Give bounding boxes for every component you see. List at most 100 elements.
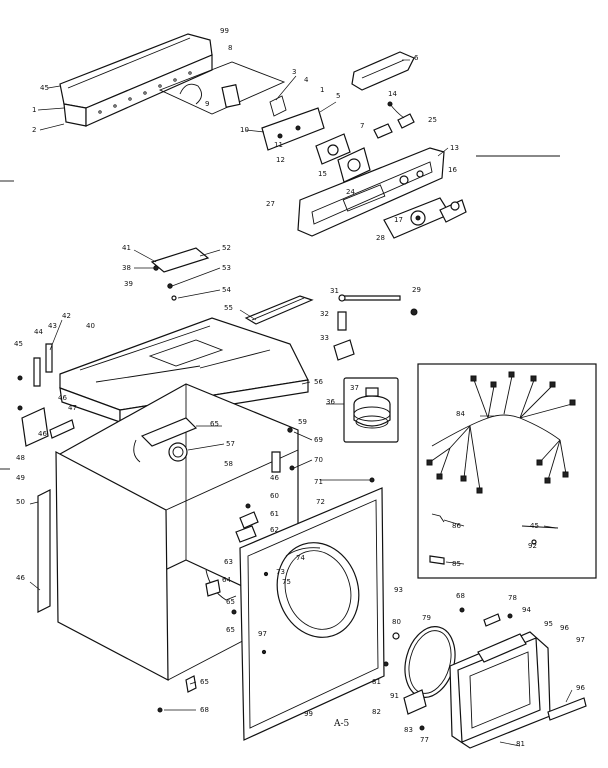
part-label-1: 1 bbox=[32, 106, 36, 114]
part-label-14: 14 bbox=[388, 90, 397, 98]
part-label-45: 47 bbox=[68, 404, 77, 412]
part-label-11: 11 bbox=[274, 141, 283, 149]
part-label-64: 68 bbox=[200, 706, 209, 714]
part-label-37: 39 bbox=[124, 280, 133, 288]
part-label-36: 38 bbox=[122, 264, 131, 272]
part-label-33: 33 bbox=[320, 334, 329, 342]
part-label-89: 92 bbox=[528, 542, 537, 550]
part-label-60: 63 bbox=[224, 558, 233, 566]
part-label-51: 54 bbox=[222, 286, 231, 294]
part-label-24: 24 bbox=[346, 188, 355, 196]
part-label-25: 25 bbox=[428, 116, 437, 124]
part-label-79: 80 bbox=[392, 618, 401, 626]
part-label-59: 62 bbox=[270, 526, 279, 534]
part-label-63a: 65 bbox=[210, 420, 219, 428]
part-label-73: 73 bbox=[276, 568, 285, 576]
part-label-46: 48 bbox=[16, 454, 25, 462]
part-label-13: 13 bbox=[450, 144, 459, 152]
valve-parts bbox=[235, 503, 259, 543]
part-label-75: 75 bbox=[282, 578, 291, 586]
part-label-54: 57 bbox=[226, 440, 235, 448]
margin-marks bbox=[0, 155, 560, 470]
part-label-43c: 45 bbox=[530, 522, 539, 530]
part-label-4: 4 bbox=[304, 76, 309, 84]
part-label-32: 32 bbox=[320, 310, 329, 318]
part-label-5: 5 bbox=[336, 92, 340, 100]
part-label-50: 53 bbox=[222, 264, 231, 272]
part-label-63b: 65 bbox=[200, 678, 209, 686]
part-label-35: 37 bbox=[350, 384, 359, 392]
lid-switch-parts bbox=[150, 247, 210, 301]
part-label-7: 7 bbox=[360, 122, 364, 130]
part-label-43b: 45 bbox=[14, 340, 23, 348]
switch-parts bbox=[373, 101, 415, 139]
door-hinge bbox=[383, 632, 427, 731]
part-label-99: 99 bbox=[220, 27, 229, 35]
part-label-56: 59 bbox=[298, 418, 307, 426]
part-label-76: 77 bbox=[420, 736, 429, 744]
part-label-6: 6 bbox=[414, 54, 419, 62]
part-label-84: 85 bbox=[452, 560, 461, 568]
part-label-94: 96 bbox=[560, 624, 569, 632]
knob-bracket-28 bbox=[383, 197, 467, 239]
part-label-28: 28 bbox=[376, 234, 385, 242]
part-label-68: 68 bbox=[456, 592, 465, 600]
part-label-98: 99 bbox=[304, 710, 313, 718]
door-handle-95 bbox=[547, 697, 587, 721]
part-label-61: 64 bbox=[222, 576, 231, 584]
knob-assembly-6 bbox=[351, 51, 415, 91]
door-assembly bbox=[449, 631, 551, 749]
part-label-70: 70 bbox=[314, 456, 323, 464]
part-label-15: 15 bbox=[318, 170, 327, 178]
part-label-91: 93 bbox=[394, 586, 403, 594]
part-label-40: 42 bbox=[62, 312, 71, 320]
part-label-17: 17 bbox=[394, 216, 403, 224]
part-label-74: 74 bbox=[296, 554, 305, 562]
hinge-parts bbox=[17, 405, 75, 447]
control-panel-13 bbox=[297, 147, 445, 237]
part-label-52: 55 bbox=[224, 304, 233, 312]
lint-screen-52 bbox=[244, 295, 314, 325]
part-label-10: 10 bbox=[240, 126, 249, 134]
part-label-29: 29 bbox=[412, 286, 421, 294]
front-panel-72 bbox=[239, 487, 385, 741]
part-labels: 99 8 45 1 2 9 3 4 5 1 6 10 11 12 7 14 25… bbox=[14, 27, 585, 748]
part-label-88: 91 bbox=[390, 692, 399, 700]
part-label-80b: 81 bbox=[516, 740, 525, 748]
part-label-38: 40 bbox=[86, 322, 95, 330]
part-label-39: 41 bbox=[122, 244, 131, 252]
part-label-57: 60 bbox=[270, 492, 279, 500]
part-label-53: 56 bbox=[314, 378, 323, 386]
part-label-55: 58 bbox=[224, 460, 233, 468]
part-label-44c: 46 bbox=[16, 574, 25, 582]
door-small-parts bbox=[459, 607, 513, 627]
part-label-47: 49 bbox=[16, 474, 25, 482]
part-label-58: 61 bbox=[270, 510, 279, 518]
part-label-48: 50 bbox=[16, 498, 25, 506]
part-label-2: 2 bbox=[32, 126, 36, 134]
part-label-93: 95 bbox=[544, 620, 553, 628]
part-label-44b: 46 bbox=[38, 430, 47, 438]
part-label-9: 9 bbox=[205, 100, 209, 108]
hose-fittings bbox=[333, 294, 418, 361]
part-label-83: 84 bbox=[456, 410, 465, 418]
bottom-fasteners bbox=[157, 675, 197, 713]
left-fasteners bbox=[17, 319, 63, 387]
part-label-92: 94 bbox=[522, 606, 531, 614]
part-label-95: 96 bbox=[576, 684, 585, 692]
part-label-44d: 46 bbox=[270, 474, 279, 482]
part-label-34: 36 bbox=[326, 398, 335, 406]
dispenser-63 bbox=[133, 417, 198, 463]
part-label-77: 78 bbox=[508, 594, 517, 602]
part-label-44a: 46 bbox=[58, 394, 67, 402]
wiring-harness-box bbox=[417, 363, 597, 579]
part-label-85: 86 bbox=[452, 522, 461, 530]
part-label-69: 69 bbox=[314, 436, 323, 444]
cabinet bbox=[37, 383, 299, 682]
part-label-27: 27 bbox=[266, 200, 275, 208]
part-label-41: 43 bbox=[48, 322, 57, 330]
part-label-42: 44 bbox=[34, 328, 43, 336]
pump-34 bbox=[343, 377, 399, 443]
part-label-71: 71 bbox=[314, 478, 323, 486]
